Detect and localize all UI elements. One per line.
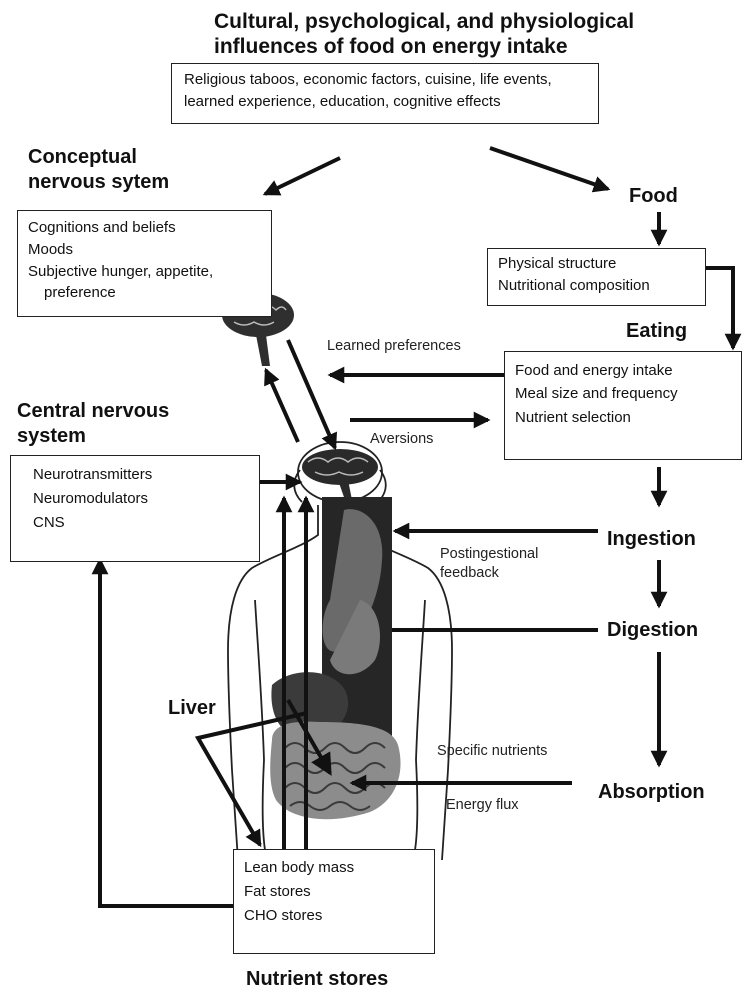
stores-item: CHO stores: [244, 904, 424, 928]
eating-item: Food and energy intake: [515, 359, 731, 382]
postingestional-label-line1: Postingestional: [440, 546, 538, 563]
digestion-label: Digestion: [607, 619, 698, 643]
conceptual-heading-line2: nervous sytem: [28, 171, 169, 195]
absorption-label: Absorption: [598, 781, 705, 805]
cns-box: Neurotransmitters Neuromodulators CNS: [10, 455, 260, 562]
eating-box: Food and energy intake Meal size and fre…: [504, 351, 742, 460]
liver-label: Liver: [168, 697, 216, 721]
nutrient-stores-heading: Nutrient stores: [246, 968, 388, 992]
arrow-influence-to-conceptual: [265, 158, 340, 194]
cns-item: CNS: [33, 511, 249, 535]
digestive-organs: [270, 497, 400, 819]
eating-heading: Eating: [626, 320, 687, 344]
cns-heading-line1: Central nervous: [17, 400, 169, 424]
cns-heading-line2: system: [17, 425, 86, 449]
brain-in-head-icon: [302, 449, 378, 500]
ingestion-label: Ingestion: [607, 528, 696, 552]
cns-item: Neuromodulators: [33, 487, 249, 511]
nutrient-stores-box: Lean body mass Fat stores CHO stores: [233, 849, 435, 954]
postingestional-label-line2: feedback: [440, 565, 499, 582]
diagram-title-line2: influences of food on energy intake: [214, 35, 568, 60]
arrow-brain-up: [266, 370, 298, 442]
conceptual-item: Subjective hunger, appetite,: [28, 261, 261, 283]
stores-item: Fat stores: [244, 880, 424, 904]
eating-item: Meal size and frequency: [515, 382, 731, 405]
learned-preferences-label: Learned preferences: [327, 338, 461, 355]
stores-item: Lean body mass: [244, 856, 424, 880]
influences-line2: learned experience, education, cognitive…: [184, 91, 586, 113]
energy-flux-label: Energy flux: [446, 797, 519, 814]
aversions-label: Aversions: [370, 431, 433, 448]
food-item: Nutritional composition: [498, 275, 695, 297]
arrow-food-to-eating: [706, 268, 733, 348]
arrow-influence-to-food: [490, 148, 608, 189]
food-heading: Food: [629, 185, 678, 209]
conceptual-item: preference: [28, 282, 261, 304]
food-item: Physical structure: [498, 253, 695, 275]
eating-item: Nutrient selection: [515, 406, 731, 429]
influences-box: Religious taboos, economic factors, cuis…: [171, 63, 599, 124]
conceptual-box: Cognitions and beliefs Moods Subjective …: [17, 210, 272, 317]
cns-item: Neurotransmitters: [33, 463, 249, 487]
food-box: Physical structure Nutritional compositi…: [487, 248, 706, 306]
influences-line1: Religious taboos, economic factors, cuis…: [184, 69, 586, 91]
conceptual-item: Cognitions and beliefs: [28, 217, 261, 239]
diagram-title-line1: Cultural, psychological, and physiologic…: [214, 10, 634, 35]
conceptual-heading-line1: Conceptual: [28, 146, 137, 170]
conceptual-item: Moods: [28, 239, 261, 261]
specific-nutrients-label: Specific nutrients: [437, 743, 547, 760]
